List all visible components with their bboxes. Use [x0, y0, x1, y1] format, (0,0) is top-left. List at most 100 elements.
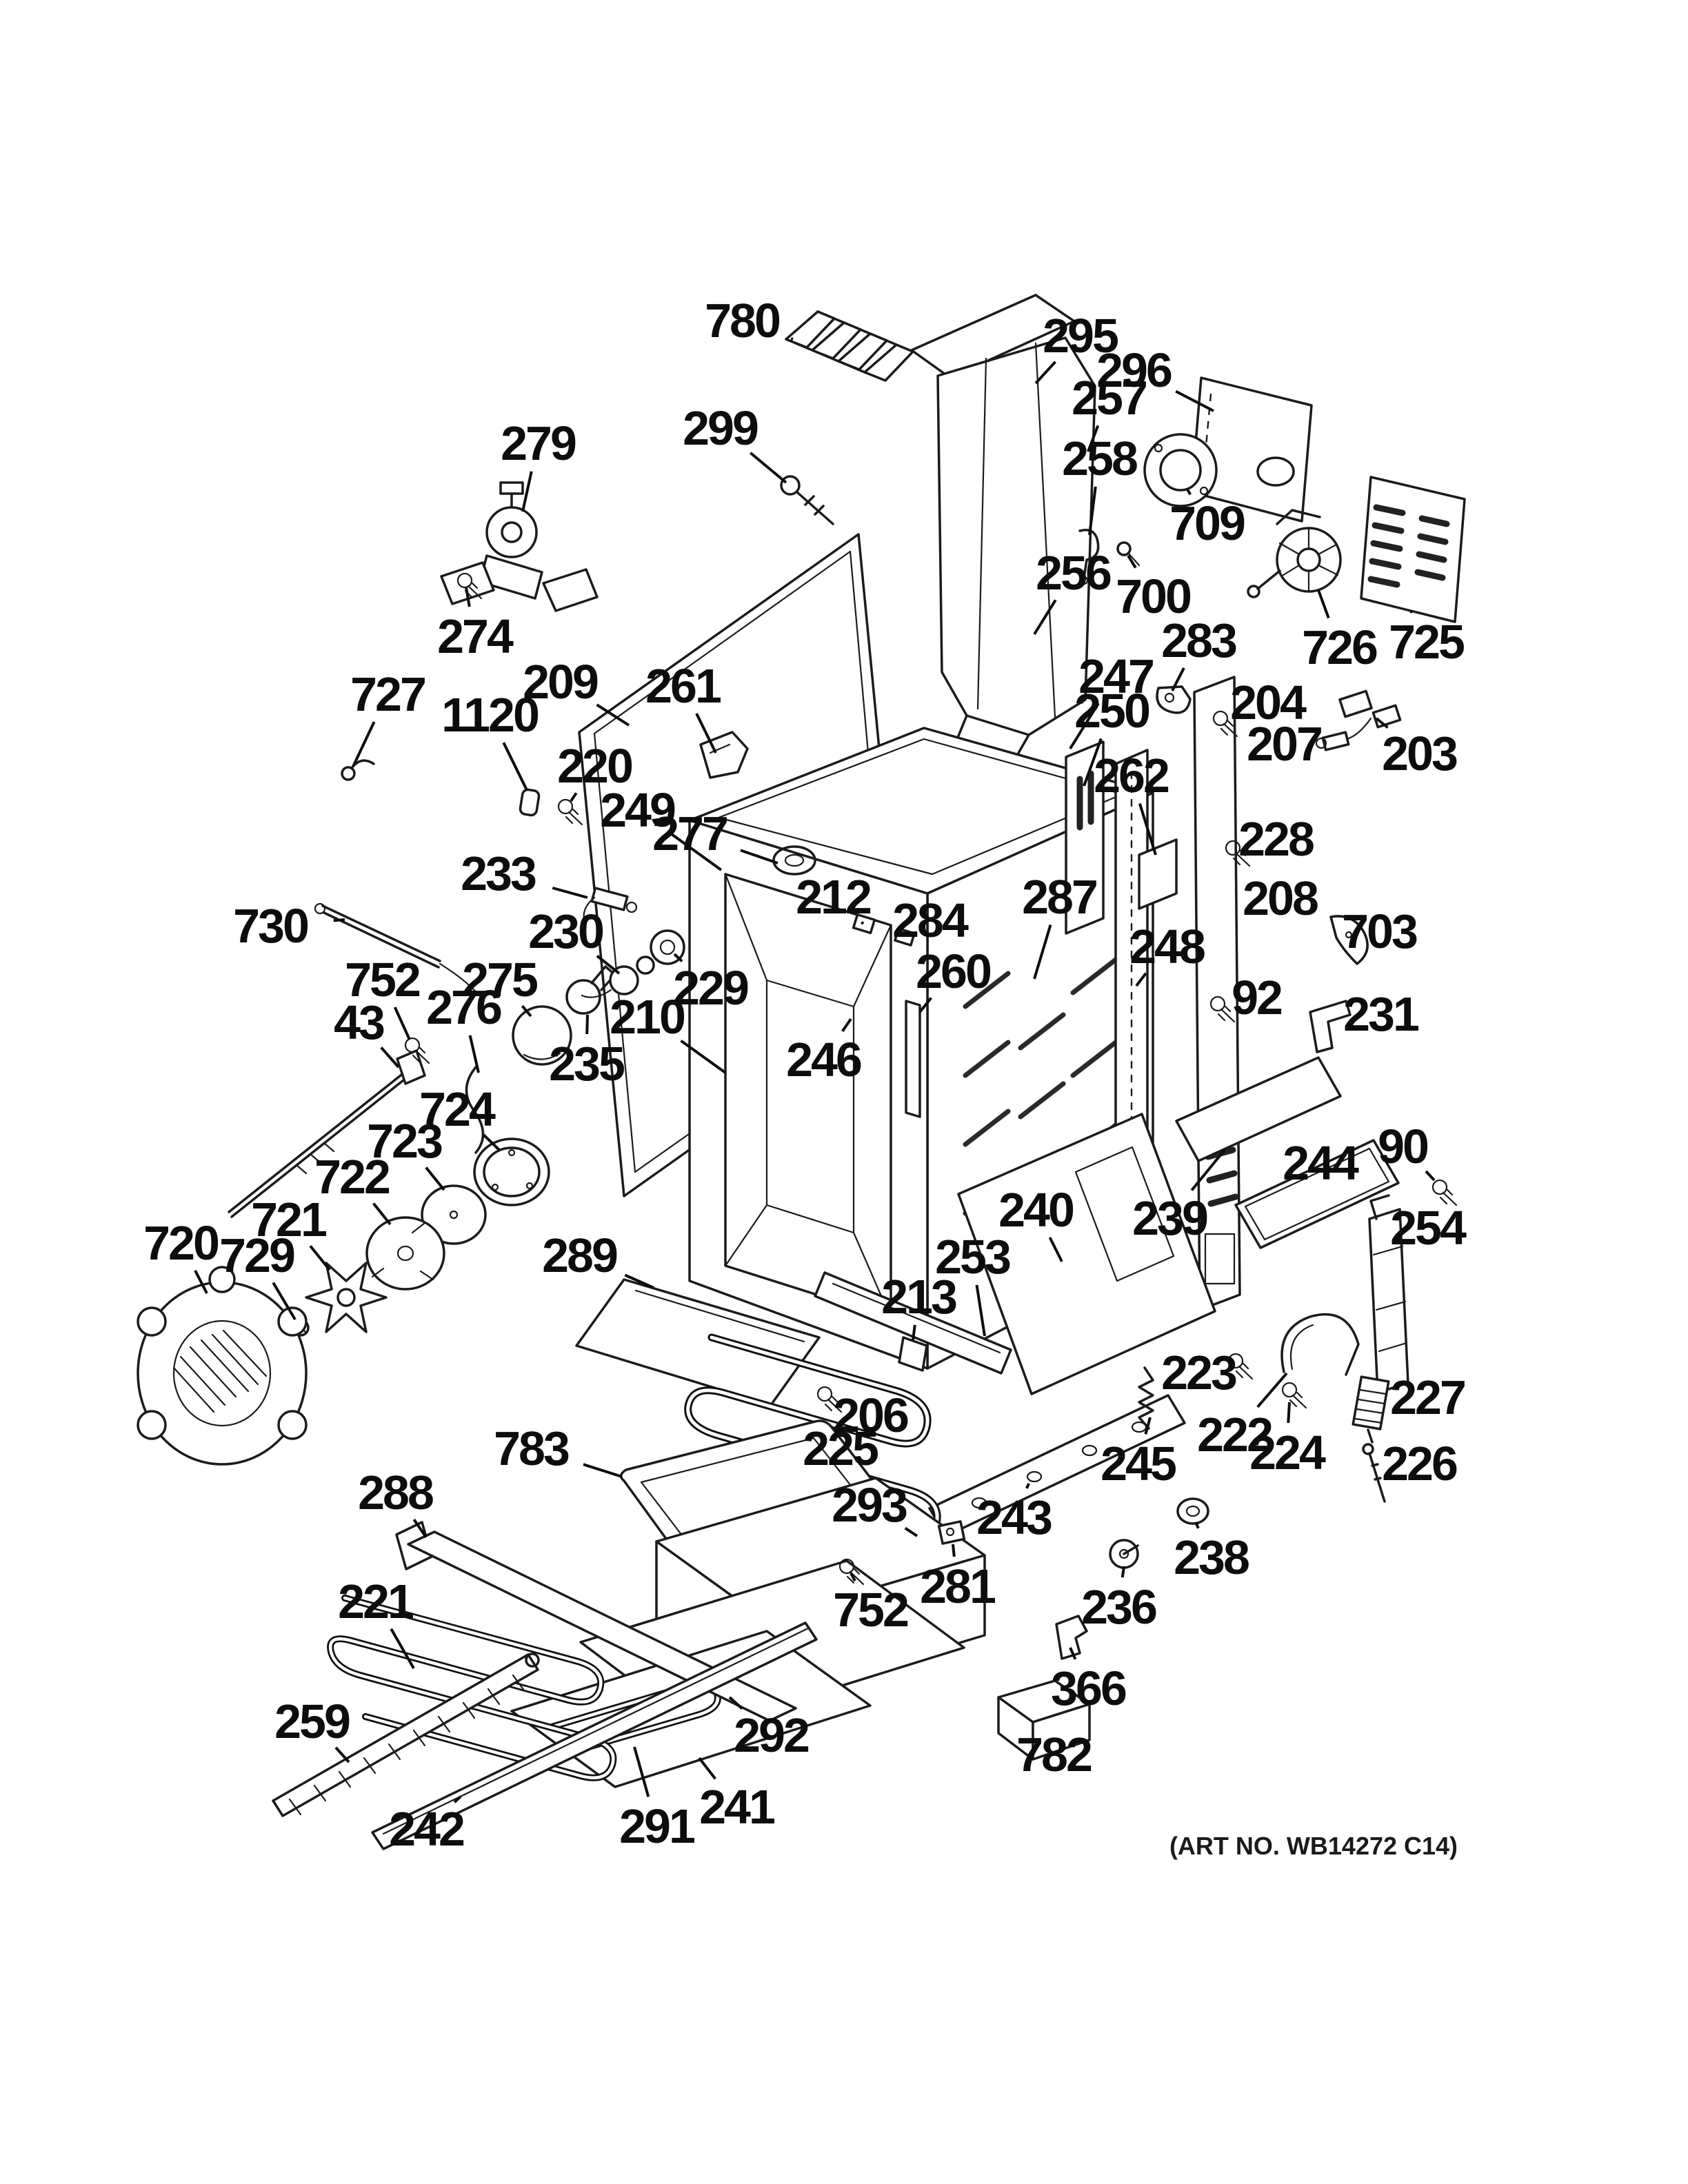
svg-text:709: 709	[1169, 496, 1245, 550]
part-label-224: 224	[1249, 1402, 1328, 1479]
hook-258	[1078, 529, 1100, 585]
screw-700	[1116, 541, 1141, 567]
svg-text:288: 288	[358, 1466, 433, 1519]
part-label-1120: 1120	[441, 688, 541, 791]
svg-text:729: 729	[219, 1228, 294, 1282]
part-label-242: 242	[389, 1795, 466, 1856]
svg-text:260: 260	[916, 944, 991, 998]
part-label-230: 230	[528, 904, 621, 975]
leader-line-240	[1048, 1237, 1063, 1262]
leader-line-212	[861, 921, 865, 925]
clip-236	[1109, 1539, 1139, 1569]
leader-line-245	[1144, 1417, 1152, 1435]
part-label-243: 243	[976, 1483, 1054, 1544]
vent-duct-assembly-295	[910, 294, 1096, 775]
part-label-274: 274	[437, 587, 516, 663]
part-label-277: 277	[652, 807, 778, 865]
svg-text:233: 233	[461, 847, 536, 900]
part-label-752-a: 752	[345, 953, 422, 1040]
rod-43	[228, 1049, 426, 1218]
svg-text:274: 274	[437, 609, 514, 663]
slide-rail-259	[272, 1652, 540, 1817]
part-label-782: 782	[1016, 1728, 1094, 1781]
svg-text:221: 221	[338, 1575, 413, 1628]
part-label-275: 275	[462, 953, 539, 1018]
svg-text:220: 220	[557, 739, 632, 793]
svg-text:279: 279	[501, 416, 576, 470]
svg-text:720: 720	[143, 1216, 219, 1270]
svg-text:295: 295	[1043, 309, 1118, 363]
part-label-722: 722	[314, 1150, 392, 1226]
svg-text:246: 246	[786, 1033, 861, 1086]
part-label-709: 709	[1169, 488, 1247, 550]
part-label-725: 725	[1389, 610, 1466, 669]
svg-text:204: 204	[1230, 676, 1307, 729]
part-label-247: 247	[1069, 649, 1155, 750]
leader-line-222	[1256, 1372, 1288, 1408]
leader-line-274	[465, 587, 471, 607]
svg-text:245: 245	[1101, 1437, 1176, 1490]
bracket-213	[898, 1336, 928, 1372]
part-label-235: 235	[549, 1014, 626, 1091]
svg-text:700: 700	[1116, 569, 1191, 623]
drawer-back-240	[957, 1113, 1216, 1395]
part-label-249: 249	[600, 783, 723, 871]
part-label-296: 296	[1096, 343, 1214, 412]
leader-line-90	[1425, 1170, 1436, 1182]
leader-line-291	[633, 1746, 650, 1797]
part-label-295: 295	[1034, 309, 1120, 385]
svg-text:224: 224	[1249, 1426, 1326, 1479]
leader-line-279	[521, 471, 533, 512]
part-label-293: 293	[832, 1478, 918, 1537]
leader-line-727	[352, 721, 376, 767]
part-label-726: 726	[1302, 589, 1379, 674]
part-label-727: 727	[350, 667, 427, 767]
leader-line-281	[952, 1544, 956, 1557]
leader-line-780	[790, 337, 794, 341]
svg-text:281: 281	[920, 1559, 995, 1613]
leader-line-299	[750, 452, 787, 484]
svg-text:227: 227	[1390, 1371, 1465, 1424]
leader-line-726	[1317, 589, 1330, 619]
grommet-238	[1176, 1497, 1209, 1525]
wedge-703	[1329, 915, 1369, 965]
leader-line-241	[698, 1757, 716, 1780]
cabinet-body	[688, 727, 1154, 1370]
svg-text:258: 258	[1062, 432, 1137, 485]
leader-line-257	[1087, 425, 1100, 452]
part-label-700: 700	[1116, 554, 1193, 623]
part-label-206: 206	[833, 1388, 910, 1442]
leader-line-296	[1175, 390, 1214, 412]
svg-text:703: 703	[1342, 904, 1417, 958]
part-label-209: 209	[523, 655, 630, 727]
svg-text:254: 254	[1390, 1201, 1467, 1255]
part-label-258: 258	[1062, 432, 1139, 536]
svg-text:228: 228	[1238, 812, 1314, 866]
exploded-diagram-art	[137, 294, 1466, 1850]
part-label-256: 256	[1033, 546, 1113, 636]
svg-text:239: 239	[1132, 1191, 1207, 1245]
lens-275	[512, 1005, 572, 1066]
ring-709	[1143, 433, 1218, 507]
part-label-366: 366	[1051, 1647, 1128, 1715]
svg-text:247: 247	[1078, 649, 1153, 703]
svg-text:366: 366	[1051, 1661, 1126, 1715]
leader-line-209	[596, 703, 630, 727]
screw-299	[780, 475, 834, 525]
svg-text:231: 231	[1343, 987, 1418, 1041]
part-label-241: 241	[698, 1757, 776, 1834]
part-label-245: 245	[1101, 1417, 1178, 1490]
art-number: (ART NO. WB14272 C14)	[1169, 1832, 1458, 1860]
leader-line-366	[1069, 1647, 1077, 1660]
leader-line-43	[380, 1046, 400, 1069]
leader-line-724	[482, 1133, 501, 1151]
rail-253	[814, 1271, 1012, 1375]
leader-line-229	[673, 953, 683, 962]
svg-text:724: 724	[419, 1082, 496, 1136]
leader-line-295	[1034, 361, 1056, 385]
svg-text:225: 225	[803, 1422, 878, 1475]
part-label-299: 299	[683, 401, 787, 484]
part-label-279: 279	[501, 416, 578, 512]
part-label-723: 723	[367, 1114, 445, 1191]
part-label-289: 289	[542, 1228, 654, 1289]
